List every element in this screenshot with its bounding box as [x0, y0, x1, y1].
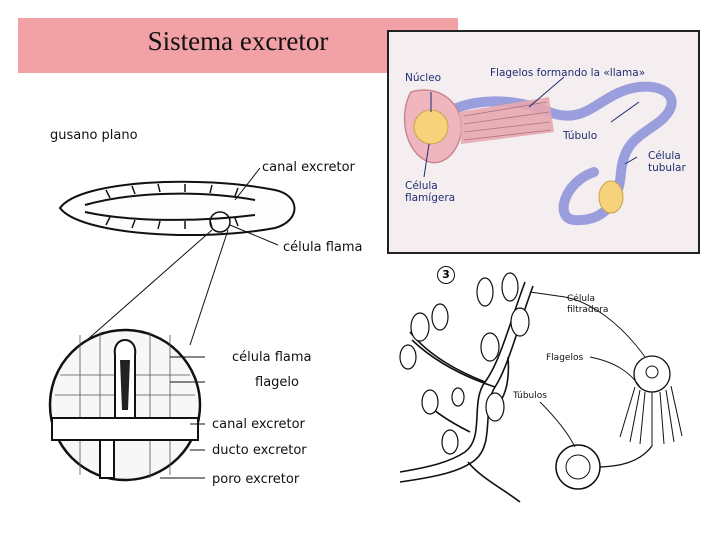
flame-cell-illustration — [403, 76, 677, 226]
label-nucleus: Núcleo — [405, 72, 442, 84]
label-flagellum: flagelo — [255, 375, 299, 390]
label-flame-cell-panel: Célula flamígera — [405, 180, 456, 204]
label-flame-cell: célula flama — [232, 350, 312, 365]
protonephridia-illustration — [399, 272, 683, 503]
flame-cell-panel — [387, 30, 700, 254]
label-flagella-flame: Flagelos formando la «llama» — [490, 67, 646, 79]
label-excretory-canal-top: canal excretor — [262, 160, 355, 175]
flatworm-illustration — [48, 167, 296, 482]
label-tubular-cell: Célula tubular — [648, 150, 686, 174]
slide-title: Sistema excretor — [147, 26, 329, 56]
label-excretory-canal: canal excretor — [212, 417, 305, 432]
flatworm-figure — [40, 120, 340, 500]
title-banner — [18, 18, 458, 73]
label-tubule: Túbulo — [563, 130, 598, 142]
label-tubules: Túbulos — [513, 391, 547, 401]
label-excretory-duct: ducto excretor — [212, 443, 307, 458]
label-flame-cell-top: célula flama — [283, 240, 363, 255]
label-flagella: Flagelos — [546, 353, 584, 363]
protonephridia-figure — [390, 262, 710, 512]
label-flatworm: gusano plano — [50, 128, 138, 143]
label-excretory-pore: poro excretor — [212, 472, 300, 487]
label-filter-cell: Célula filtradora — [567, 294, 609, 315]
figure-number-badge: 3 — [437, 266, 455, 284]
